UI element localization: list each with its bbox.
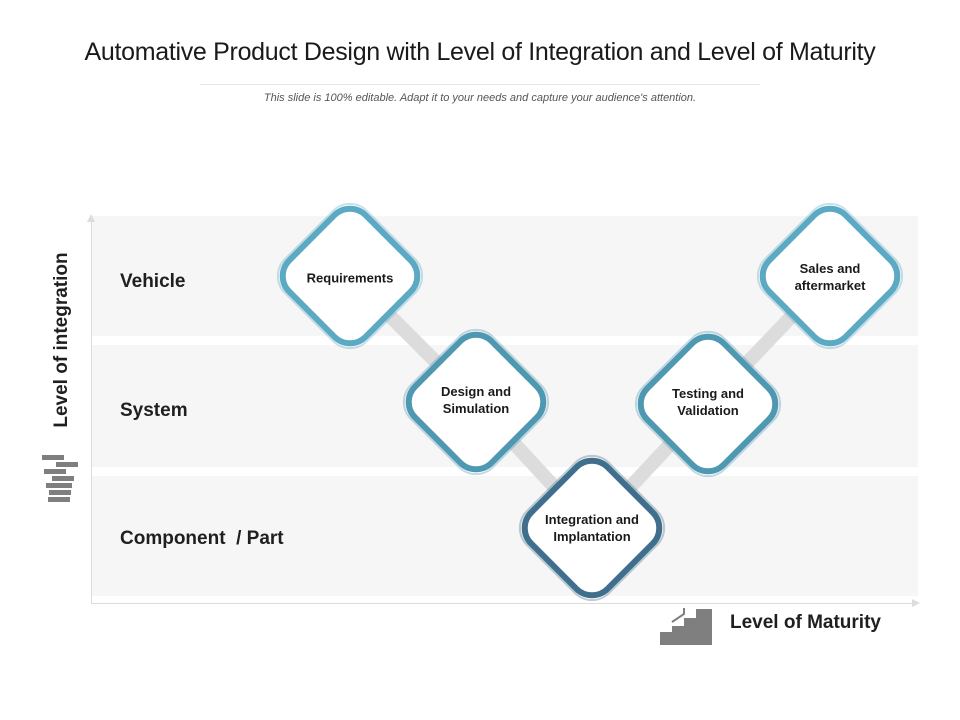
x-axis-label: Level of Maturity <box>730 612 881 633</box>
node-requirements <box>276 202 424 350</box>
stairs-icon <box>660 608 712 645</box>
node-design-simulation <box>402 328 550 476</box>
node-label-integration-implantation: Integration and Implantation <box>545 512 639 544</box>
x-axis-line <box>91 603 913 604</box>
x-axis-arrow <box>912 599 920 607</box>
slide-title: Automative Product Design with Level of … <box>84 38 876 66</box>
node-testing-validation <box>634 330 782 478</box>
row-label-component: Component / Part <box>120 528 284 549</box>
stacked-bars-icon <box>42 455 78 502</box>
y-axis-arrow <box>87 214 95 222</box>
node-label-testing-validation: Testing and Validation <box>672 386 744 418</box>
band-component <box>92 476 918 596</box>
title-divider <box>200 84 760 85</box>
row-label-system: System <box>120 400 188 421</box>
node-label-design-simulation: Design and Simulation <box>440 384 512 416</box>
node-sales-aftermarket <box>756 202 904 350</box>
slide-subtitle: This slide is 100% editable. Adapt it to… <box>263 92 697 104</box>
node-label-requirements: Requirements <box>306 270 394 286</box>
node-label-sales-aftermarket: Sales and aftermarket <box>794 261 866 293</box>
y-axis-line <box>91 222 92 604</box>
node-integration-implantation <box>518 454 666 602</box>
row-label-vehicle: Vehicle <box>120 271 186 292</box>
